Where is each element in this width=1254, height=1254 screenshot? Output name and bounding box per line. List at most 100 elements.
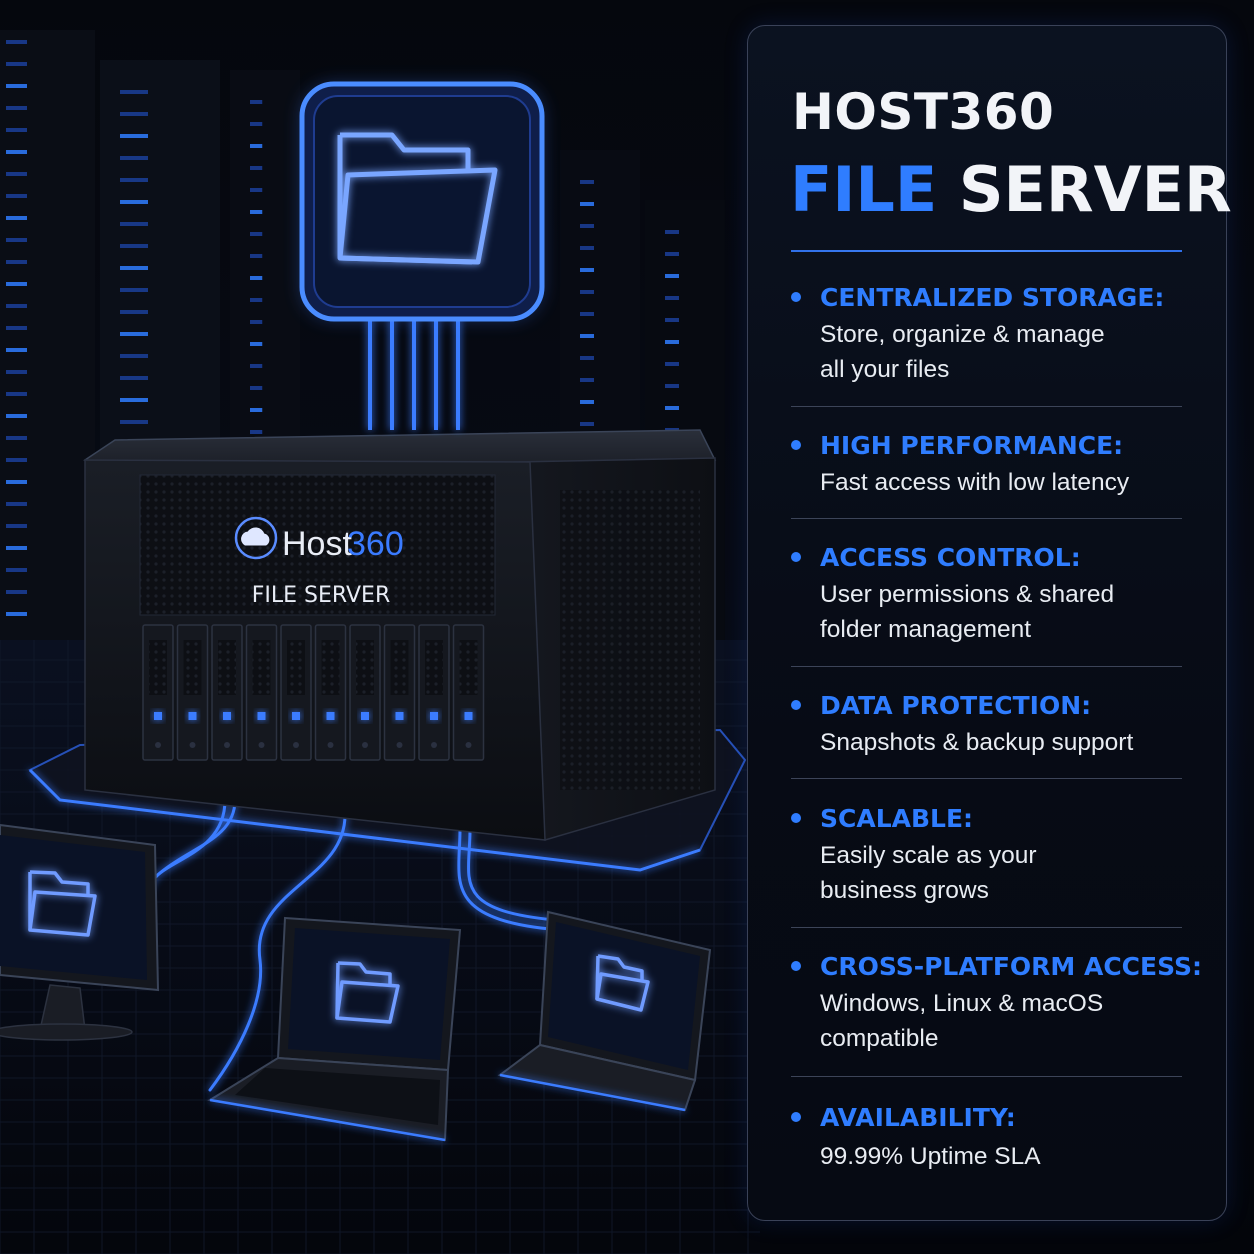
feature-heading: SCALABLE: (820, 804, 974, 833)
rack-led (6, 502, 27, 506)
bullet-dot-icon (791, 440, 801, 450)
server-label: FILE SERVER (252, 583, 390, 608)
product-title-rest: SERVER (958, 153, 1232, 226)
rack-led (665, 296, 679, 300)
feature-description: Store, organize & manage all your files (820, 321, 1105, 383)
rack-led (580, 290, 594, 294)
rack-led (120, 376, 148, 380)
rack-led (6, 260, 27, 264)
rack-led (6, 194, 27, 198)
brand-name: HOST360 (792, 83, 1055, 141)
laptop-right (497, 910, 712, 1112)
rack-led (250, 342, 263, 346)
rack-led (250, 122, 263, 126)
drive-bay (142, 624, 174, 761)
rack-led (6, 172, 27, 176)
rack-led (6, 238, 27, 242)
rack-led (580, 180, 594, 184)
rack-led (120, 266, 148, 270)
feature-heading: ACCESS CONTROL: (820, 543, 1081, 572)
rack-led (6, 370, 27, 374)
laptop-center (207, 916, 462, 1142)
rack-led (250, 254, 263, 258)
rack-led (580, 334, 594, 338)
rack-led (6, 568, 27, 572)
feature-description: Easily scale as your business grows (820, 842, 1037, 904)
rack-led (6, 392, 27, 396)
feature-heading: CROSS-PLATFORM ACCESS: (820, 952, 1202, 981)
rack-led (120, 244, 148, 248)
rack-led (6, 458, 27, 462)
feature-panel (747, 25, 1227, 1221)
rack-led (120, 90, 148, 94)
feature-divider (791, 518, 1182, 519)
feature-heading: CENTRALIZED STORAGE: (820, 283, 1165, 312)
feature-description: Windows, Linux & macOS compatible (820, 990, 1104, 1052)
rack-led (580, 356, 594, 360)
rack-led (665, 318, 679, 322)
rack-led (250, 320, 263, 324)
rack-led (6, 590, 27, 594)
drive-bays (142, 624, 485, 761)
rack-led (6, 150, 27, 154)
feature-divider (791, 666, 1182, 667)
desktop-monitor (0, 823, 160, 1041)
rack-led (665, 362, 679, 366)
bullet-dot-icon (791, 813, 801, 823)
feature-divider (791, 927, 1182, 928)
drive-bay (280, 624, 312, 761)
rack-led (120, 288, 148, 292)
drive-bay (349, 624, 381, 761)
product-title: FILE SERVER (790, 150, 1232, 230)
feature-heading: AVAILABILITY: (820, 1103, 1016, 1132)
rack-led (250, 166, 263, 170)
cloud-logo-icon (234, 516, 278, 560)
logo-text-360: 360 (347, 525, 404, 563)
drive-bay (452, 624, 485, 761)
host360-logo: Host 360 (234, 516, 404, 563)
feature-description: User permissions & shared folder managem… (820, 581, 1115, 643)
logo-text-host: Host (282, 525, 352, 563)
rack-led (250, 430, 263, 434)
rack-led (250, 210, 263, 214)
rack-led (250, 364, 263, 368)
rack-led (665, 406, 679, 410)
feature-description: 99.99% Uptime SLA (820, 1143, 1041, 1170)
rack-led (6, 414, 27, 418)
rack-led (120, 420, 148, 424)
bullet-dot-icon (791, 292, 801, 302)
drive-bay (245, 624, 278, 761)
product-title-accent: FILE (790, 153, 938, 226)
rack-led (6, 480, 27, 484)
rack-led (6, 612, 27, 616)
rack-led (6, 40, 27, 44)
rack-led (120, 112, 148, 116)
bullet-dot-icon (791, 552, 801, 562)
drive-bay (314, 624, 347, 761)
rack-led (120, 134, 148, 138)
rack-led (120, 178, 148, 182)
feature-description: Fast access with low latency (820, 469, 1130, 496)
rack-led (120, 398, 148, 402)
rack-led (120, 222, 148, 226)
feature-divider (791, 778, 1182, 779)
drive-bay (383, 624, 416, 761)
rack-led (250, 386, 263, 390)
rack-led (6, 326, 27, 330)
folder-icon (335, 961, 400, 1024)
drive-bay (176, 624, 209, 761)
rack-led (120, 200, 148, 204)
rack-led (6, 282, 27, 286)
folder-icon (28, 870, 97, 937)
rack-led (665, 384, 679, 388)
feature-divider (791, 406, 1182, 407)
rack-led (250, 188, 263, 192)
feature-heading: HIGH PERFORMANCE: (820, 431, 1124, 460)
rack-led (665, 274, 679, 278)
rack-led (250, 232, 263, 236)
drive-bay (211, 624, 243, 761)
rack-led (250, 408, 263, 412)
rack-led (120, 332, 148, 336)
rack-led (6, 524, 27, 528)
rack-led (580, 400, 594, 404)
